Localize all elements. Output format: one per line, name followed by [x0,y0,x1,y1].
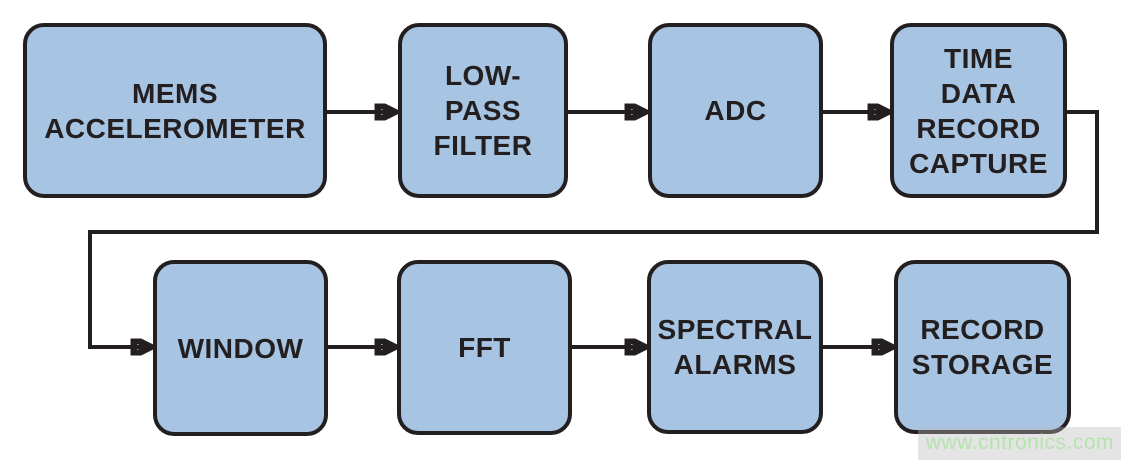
node-record-storage-label: RECORD STORAGE [911,314,1054,380]
node-fft-label: FFT [458,332,511,363]
node-low-pass-filter: LOW- PASS FILTER [398,23,568,198]
node-fft: FFT [397,260,572,435]
node-window-label: WINDOW [177,332,304,364]
node-record-storage: RECORD STORAGE [894,260,1071,434]
node-adc-label: ADC [704,95,767,126]
node-time-data-record-capture-label: TIME DATA RECORD CAPTURE [909,42,1048,179]
node-mems-accelerometer-label: MEMS ACCELEROMETER [44,77,306,144]
node-low-pass-filter-label: LOW- PASS FILTER [433,60,533,161]
node-adc: ADC [648,23,823,198]
watermark-background-band [918,427,1121,460]
node-window: WINDOW [153,260,328,436]
node-mems-accelerometer: MEMS ACCELEROMETER [23,23,327,198]
node-spectral-alarms-label: SPECTRAL ALARMS [657,314,813,380]
watermark-url-text: www.cntronics.com [925,431,1114,454]
node-time-data-record-capture: TIME DATA RECORD CAPTURE [890,23,1067,198]
node-spectral-alarms: SPECTRAL ALARMS [647,260,823,434]
